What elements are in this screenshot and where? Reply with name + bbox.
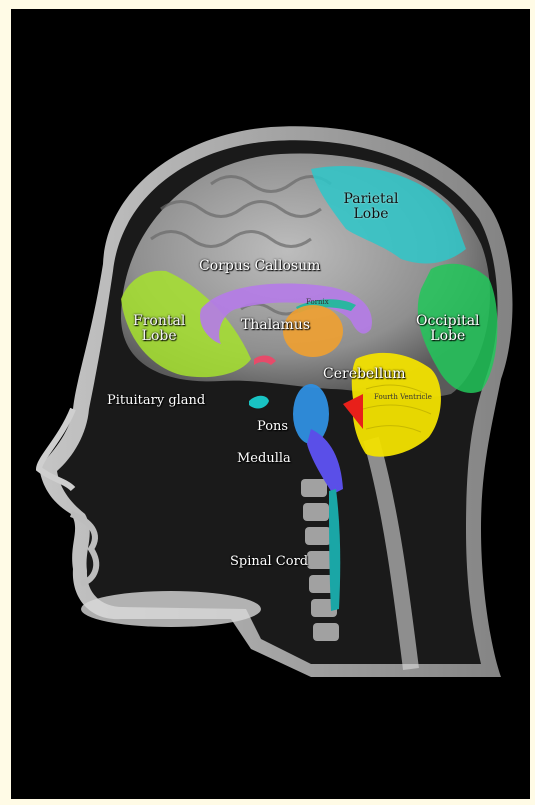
pons-label: Pons (257, 420, 288, 434)
cerebellum-label: Cerebellum (323, 367, 405, 382)
medulla-label: Medulla (237, 452, 291, 466)
jaw (81, 591, 261, 627)
corpus-callosum-label: Corpus Callosum (199, 259, 320, 274)
pituitary-label: Pituitary gland (107, 394, 205, 408)
thalamus-label: Thalamus (241, 318, 310, 333)
spinal-cord-label: Spinal Cord (230, 555, 308, 569)
fornix-label: Fornix (306, 299, 329, 307)
brain-mri-illustration (11, 9, 530, 799)
frontal-label: Frontal Lobe (133, 314, 185, 345)
fourth-ventricle-label: Fourth Ventricle (374, 394, 432, 402)
mri-image-frame: Parietal Lobe Corpus Callosum Fornix Fro… (11, 9, 530, 799)
occipital-label: Occipital Lobe (416, 314, 480, 345)
parietal-label: Parietal Lobe (331, 192, 411, 223)
